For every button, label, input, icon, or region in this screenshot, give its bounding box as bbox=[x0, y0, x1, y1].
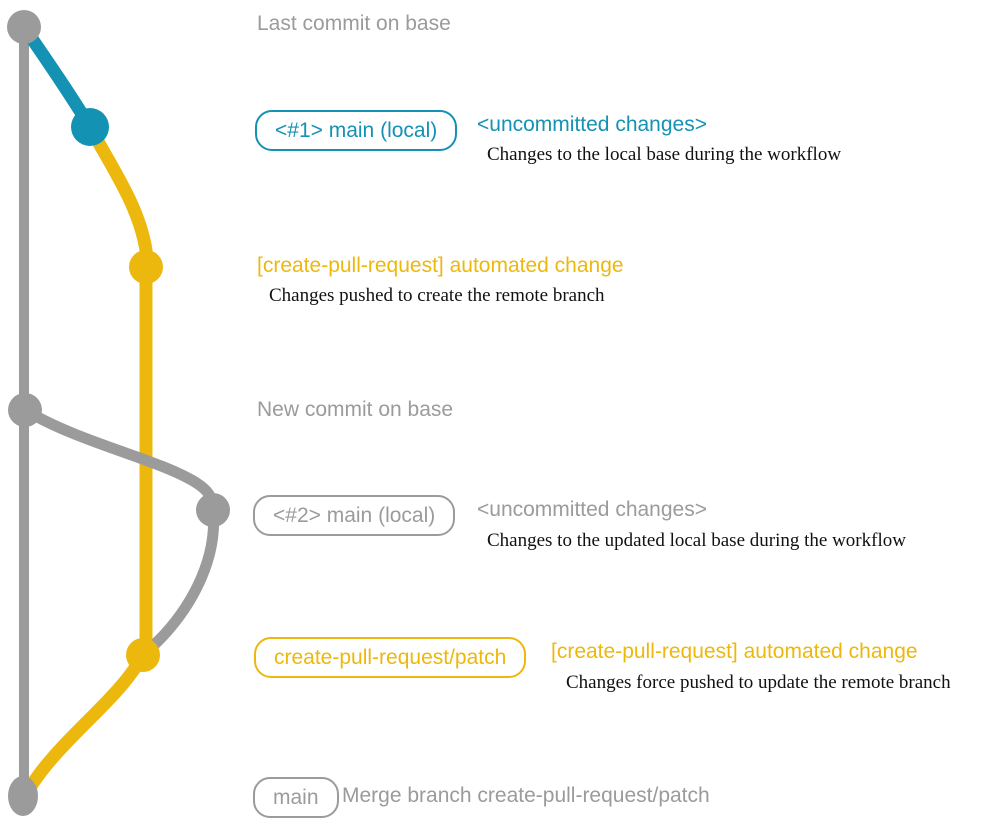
edge-patch-branch bbox=[83, 120, 153, 662]
branch-badge-main: main bbox=[253, 777, 339, 818]
commit-node-last-base bbox=[7, 10, 41, 44]
status-uncommitted-changes-1: <uncommitted changes> bbox=[477, 113, 707, 136]
annotation-new-commit-on-base: New commit on base bbox=[257, 398, 454, 421]
branch-badge-create-pull-request-patch: create-pull-request/patch bbox=[254, 637, 527, 678]
branch-badge-main-local-2: <#2> main (local) bbox=[253, 495, 456, 536]
branch-badge-main-local-1: <#1> main (local) bbox=[255, 110, 458, 151]
description-changes-force-pushed: Changes force pushed to update the remot… bbox=[566, 672, 951, 693]
commit-node-automated-change-2 bbox=[126, 638, 160, 672]
description-local-base-changes: Changes to the local base during the wor… bbox=[487, 144, 842, 165]
description-changes-pushed: Changes pushed to create the remote bran… bbox=[269, 285, 605, 306]
commit-label-automated-change-2: [create-pull-request] automated change bbox=[551, 640, 918, 663]
description-updated-local-base-changes: Changes to the updated local base during… bbox=[487, 530, 906, 551]
commit-node-automated-change-1 bbox=[129, 250, 163, 284]
edge-patch-merge bbox=[18, 648, 150, 803]
edge-main-local-2 bbox=[19, 404, 219, 516]
edge-rebase-patch bbox=[137, 504, 220, 661]
commit-label-merge-branch: Merge branch create-pull-request/patch bbox=[342, 784, 710, 807]
commit-node-main-local-2 bbox=[196, 493, 230, 527]
commit-node-merge bbox=[8, 776, 38, 816]
commit-node-main-local-1 bbox=[71, 108, 109, 146]
commit-graph bbox=[7, 10, 230, 816]
annotation-last-commit-on-base: Last commit on base bbox=[257, 12, 451, 35]
status-uncommitted-changes-2: <uncommitted changes> bbox=[477, 498, 707, 521]
commit-node-new-base bbox=[8, 393, 42, 427]
commit-label-automated-change-1: [create-pull-request] automated change bbox=[257, 254, 624, 277]
